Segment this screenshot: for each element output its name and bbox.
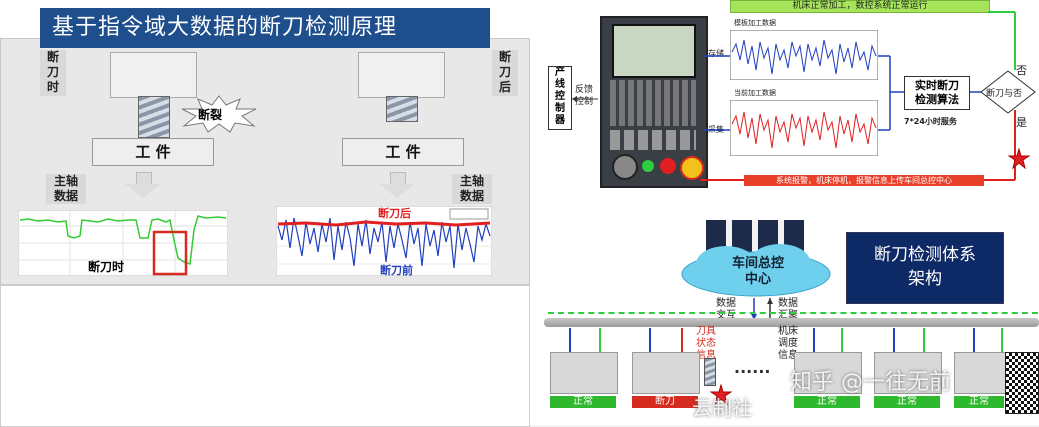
- machine-4: [874, 352, 942, 394]
- chart-label-before: 断刀时: [88, 260, 125, 274]
- machine-3: [794, 352, 862, 394]
- break-star-icon: [181, 95, 257, 133]
- emergency-stop-icon: [680, 156, 704, 180]
- spindle-data-label-right: 主轴 数据: [452, 174, 492, 204]
- store-label: 存储: [708, 49, 724, 58]
- machine-schedule-label: 机床 调度 信息: [778, 326, 798, 361]
- status-machine-4: 正常: [874, 396, 940, 408]
- status-machine-5: 正常: [954, 396, 1004, 408]
- machine-alarm-star-icon: [710, 384, 732, 406]
- network-bus: [544, 318, 1039, 327]
- data-gather-label: 数据 汇聚: [778, 298, 798, 321]
- red-button-icon: [660, 158, 676, 174]
- spindle-chart-after: [276, 206, 492, 276]
- machine-2: [632, 352, 700, 394]
- data-arrows-icon: [751, 298, 773, 320]
- spindle-right: [358, 52, 445, 98]
- spindle-data-label-left: 主轴 数据: [46, 174, 86, 204]
- before-break-label: 断 刀 时: [40, 50, 66, 96]
- template-data-chart: [730, 30, 878, 80]
- machine-connection-arrows: [569, 328, 1003, 352]
- data-exchange-label: 数据 交互: [716, 298, 736, 321]
- top-status-banner: 机床正常加工，数控系统正常运行: [730, 0, 990, 13]
- machine-5: [954, 352, 1006, 394]
- current-chart-title: 当前加工数据: [734, 89, 776, 97]
- chart-label-after: 断刀后: [378, 207, 411, 220]
- qr-code-icon: [1005, 352, 1039, 414]
- ellipsis-dots: ······: [734, 362, 771, 381]
- machine-1: [550, 352, 618, 394]
- status-machine-1: 正常: [550, 396, 616, 408]
- spindle-line-red: [277, 220, 491, 227]
- chart-label-before-break: 断刀前: [380, 264, 413, 277]
- tool-status-label: 刀具 状态 信息: [696, 326, 716, 361]
- spindle-line-before: [19, 215, 227, 266]
- green-dashed-line: [548, 312, 1038, 314]
- after-break-label: 断 刀 后: [492, 50, 518, 96]
- spindle-left: [110, 52, 197, 98]
- alarm-star-icon: [1008, 148, 1030, 170]
- page-title: 基于指令域大数据的断刀检测原理: [40, 8, 490, 48]
- controller-dial-icon: [612, 154, 638, 180]
- workpiece-left: 工 件: [92, 138, 214, 166]
- spindle-chart-before: [18, 210, 228, 276]
- controller-screen: [612, 24, 696, 78]
- green-button-icon: [642, 160, 654, 172]
- production-controller: 产 线 控 制 器: [548, 66, 572, 130]
- cnc-controller: [600, 16, 708, 188]
- feedback-control-label: 反馈 控制: [575, 85, 594, 107]
- status-machine-2: 断刀: [632, 396, 698, 408]
- broken-tool-icon: [704, 358, 716, 386]
- cloud-icon: [681, 244, 831, 297]
- cloud-label: 车间总控 中心: [731, 256, 784, 287]
- no-label: 否: [1016, 64, 1027, 77]
- controller-buttons: [610, 130, 696, 150]
- break-highlight-box: [152, 230, 188, 276]
- alarm-banner: 系统报警，机床停机，报警信息上传车间总控中心: [744, 175, 984, 186]
- yes-label: 是: [1016, 116, 1027, 129]
- feedback-arrow-icon: [572, 96, 598, 102]
- watermark-text: 知乎 @一往无前: [790, 370, 951, 395]
- tool-right: [386, 96, 418, 122]
- detection-algorithm-box: 实时断刀 检测算法: [904, 76, 970, 110]
- spindle-line-blue: [277, 217, 491, 269]
- workpiece-right: 工 件: [342, 138, 464, 166]
- status-machine-3: 正常: [794, 396, 860, 408]
- service-label: 7*24小时服务: [904, 117, 957, 126]
- blank-area: [0, 285, 530, 427]
- down-arrow-left-icon: [125, 184, 161, 198]
- tool-left: [138, 96, 170, 138]
- current-data-chart: [730, 100, 878, 156]
- decision-label: 断刀与否: [986, 89, 1023, 99]
- template-chart-title: 模板加工数据: [734, 19, 776, 27]
- watermark-text-2: 云制社: [692, 396, 752, 420]
- controller-keypad: [610, 80, 696, 126]
- break-label: 断裂: [198, 108, 223, 122]
- down-arrow-right-icon: [379, 184, 415, 198]
- system-architecture-title: 断刀检测体系 架构: [846, 232, 1004, 304]
- decision-diamond: [980, 70, 1036, 114]
